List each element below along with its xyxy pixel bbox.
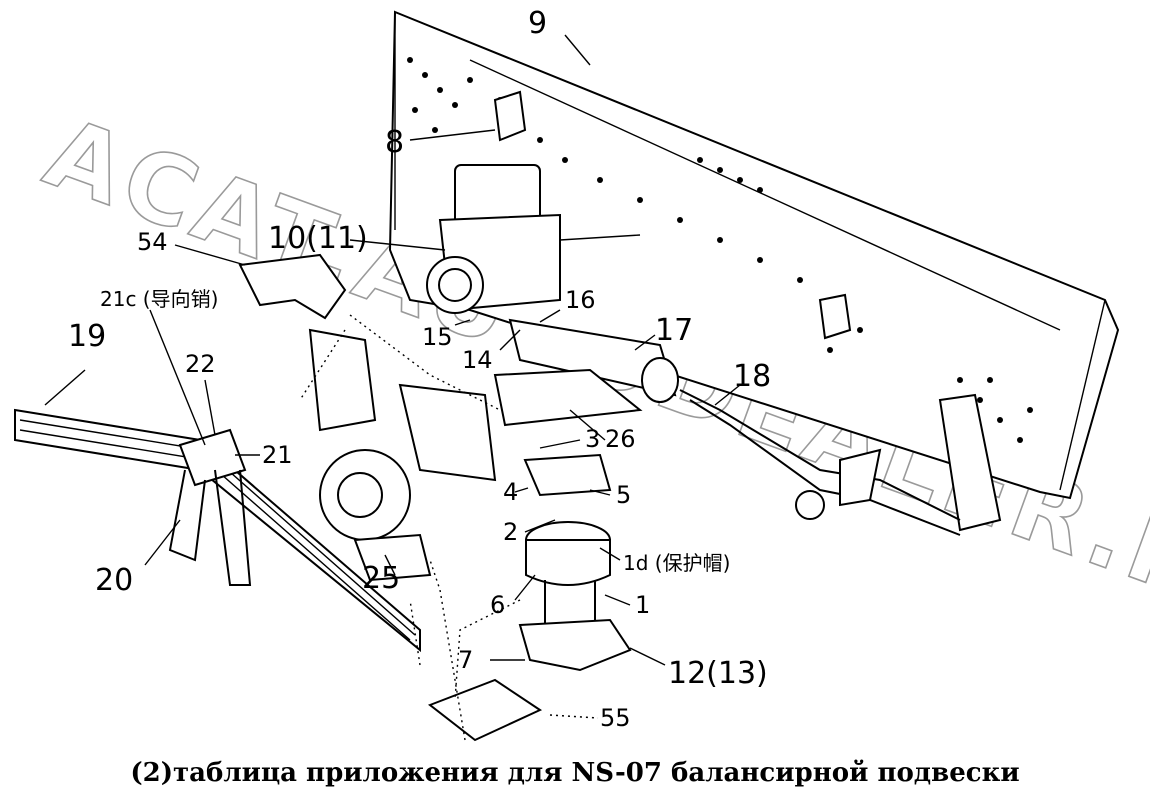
callout-17: 17 xyxy=(655,313,693,348)
plate-54 xyxy=(238,253,347,320)
callout-21c: 21c (导向销) xyxy=(100,287,218,311)
callout-6: 6 xyxy=(490,591,505,619)
chamber-bracket xyxy=(308,328,497,582)
callout-8: 8 xyxy=(385,125,404,160)
callout-9: 9 xyxy=(528,6,547,41)
air-chamber-assembly xyxy=(426,164,641,314)
callout-19: 19 xyxy=(68,319,106,354)
diagram-caption: (2)таблица приложения для NS-07 балансир… xyxy=(130,758,1020,788)
callout-16: 16 xyxy=(565,286,596,314)
callout-3: 3 xyxy=(585,425,600,453)
torque-rod-assembly xyxy=(493,318,961,536)
dotted-guides xyxy=(299,314,521,741)
leaf-spring xyxy=(14,408,421,653)
callout-5: 5 xyxy=(616,481,631,509)
callout-21: 21 xyxy=(262,441,293,469)
callout-4: 4 xyxy=(503,478,518,506)
plate-5 xyxy=(523,453,612,497)
air-spring xyxy=(518,521,632,672)
callout-18: 18 xyxy=(733,359,771,394)
callout-14: 14 xyxy=(462,346,493,374)
callout-25: 25 xyxy=(362,561,400,596)
callout-7: 7 xyxy=(458,646,473,674)
callout-1d: 1d (保护帽) xyxy=(623,551,730,575)
plate-55 xyxy=(427,678,543,742)
frame-rail xyxy=(388,10,1120,532)
callout-26: 26 xyxy=(605,425,636,453)
callout-20: 20 xyxy=(95,563,133,598)
leader-lines xyxy=(44,34,741,719)
callout-12-13: 12(13) xyxy=(668,656,768,691)
callout-55: 55 xyxy=(600,704,631,732)
callout-1: 1 xyxy=(635,591,650,619)
callout-22: 22 xyxy=(185,350,216,378)
callout-15: 15 xyxy=(422,323,453,351)
callout-54: 54 xyxy=(137,228,168,256)
callout-2: 2 xyxy=(503,518,518,546)
callout-10-11: 10(11) xyxy=(268,221,368,256)
